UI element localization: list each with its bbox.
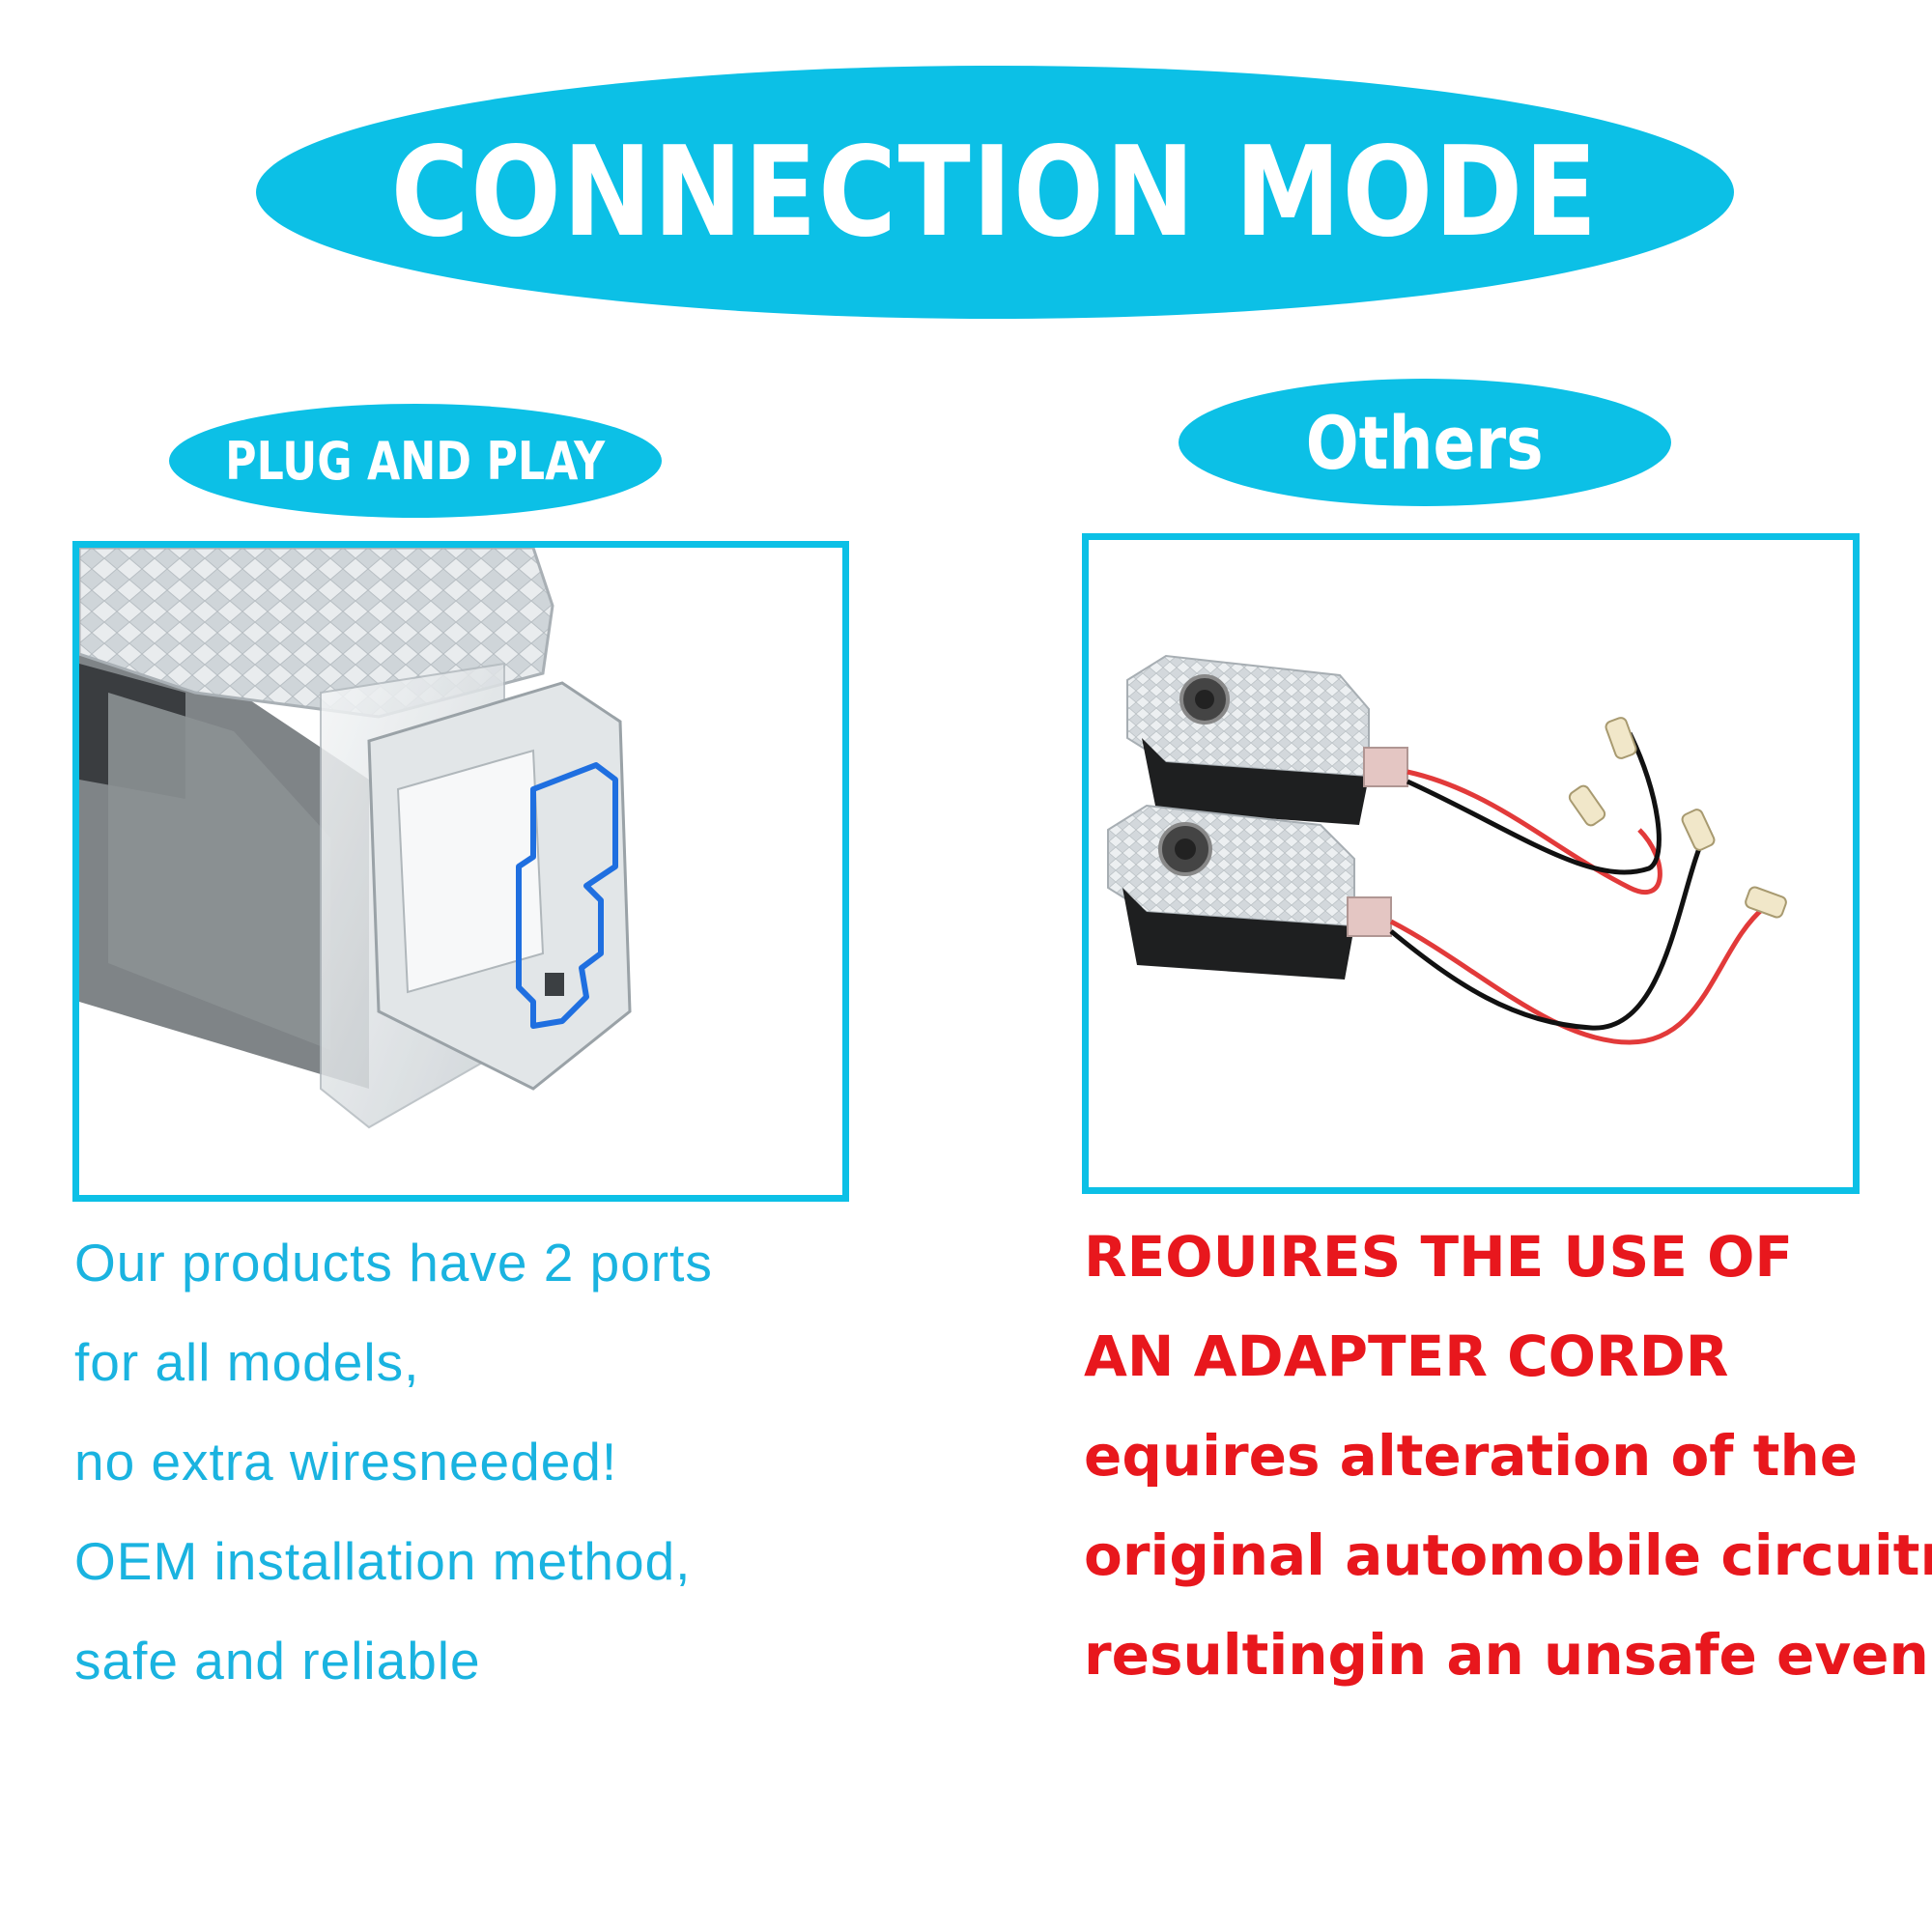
projector-lights-with-wires-icon: [1107, 654, 1787, 1045]
warning-line: original automobile circuitry: [1084, 1522, 1932, 1588]
warning-line: resultingin an unsafe even: [1084, 1622, 1929, 1688]
description-line: OEM installation method,: [74, 1531, 692, 1591]
main-title: CONNECTION MODE: [390, 120, 1600, 265]
main-title-banner: CONNECTION MODE: [256, 66, 1734, 319]
warning-line: AN ADAPTER CORDR: [1084, 1323, 1729, 1389]
plug-and-play-heading: PLUG AND PLAY: [225, 430, 606, 492]
projector-connector-closeup-icon: [79, 548, 632, 1129]
warning-line: equires alteration of the: [1084, 1423, 1859, 1489]
description-line: for all models,: [74, 1332, 420, 1392]
others-image-frame: [1082, 533, 1860, 1194]
others-description: REOUIRES THE USE OF AN ADAPTER CORDR equ…: [1084, 1208, 1932, 1705]
others-heading: Others: [1306, 399, 1544, 486]
plug-and-play-banner: PLUG AND PLAY: [169, 404, 662, 518]
description-line: no extra wiresneeded!: [74, 1432, 618, 1492]
plug-and-play-description: Our products have 2 ports for all models…: [74, 1213, 924, 1711]
warning-line: REOUIRES THE USE OF: [1084, 1224, 1794, 1290]
others-banner: Others: [1179, 379, 1671, 506]
plug-and-play-image-frame: [72, 541, 849, 1202]
description-line: safe and reliable: [74, 1631, 481, 1690]
description-line: Our products have 2 ports: [74, 1233, 713, 1293]
